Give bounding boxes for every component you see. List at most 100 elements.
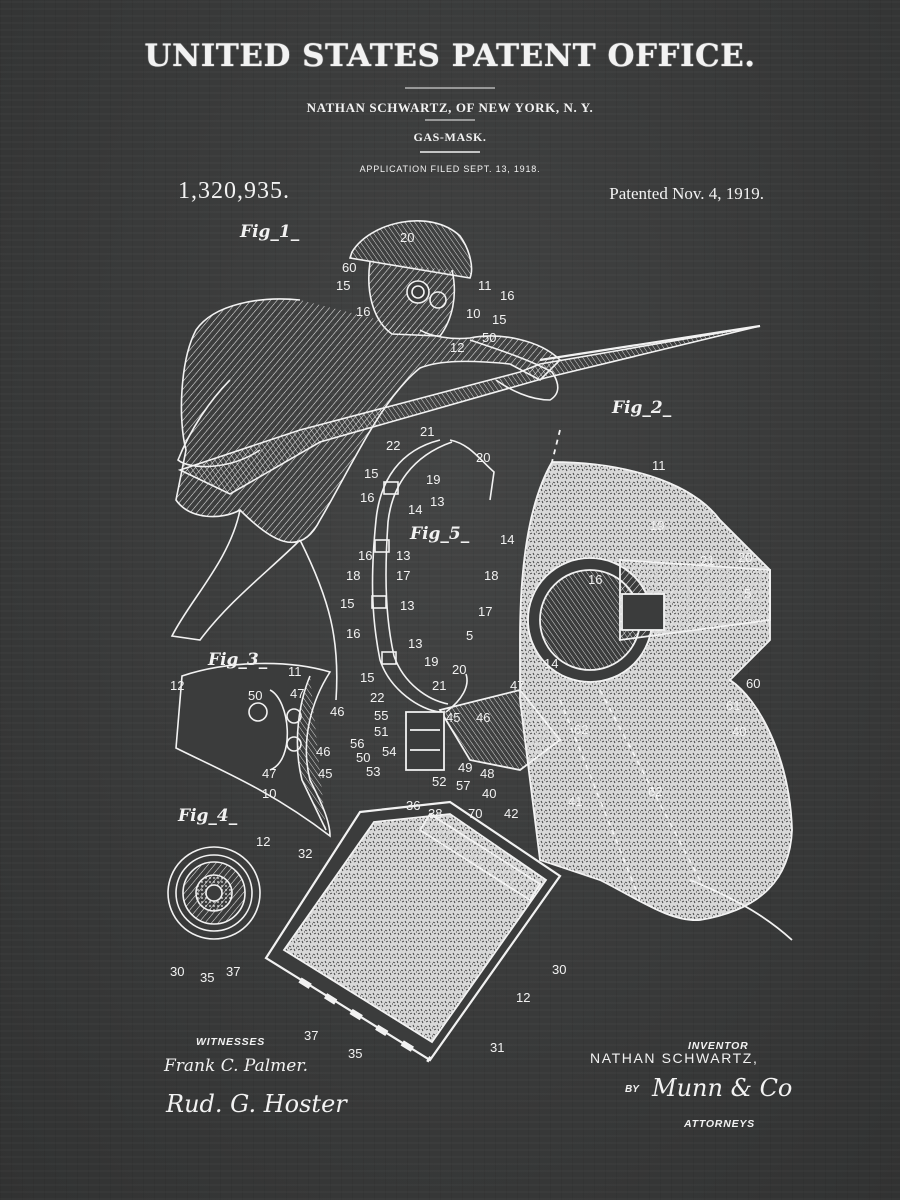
fig5-reference-numeral: 21 bbox=[432, 678, 446, 693]
fig2-reference-numeral: 52 bbox=[432, 774, 446, 789]
patented-date: Patented Nov. 4, 1919. bbox=[609, 184, 764, 203]
fig2-reference-numeral: 5 bbox=[744, 586, 751, 601]
application-filed: APPLICATION FILED SEPT. 13, 1918. bbox=[359, 164, 541, 174]
fig5-reference-numeral: 22 bbox=[386, 438, 400, 453]
fig4-disc-drawing bbox=[167, 846, 261, 940]
office-heading: UNITED STATES PATENT OFFICE. bbox=[144, 38, 756, 74]
fig2-reference-numeral: 41 bbox=[568, 794, 582, 809]
fig3-reference-numeral: 45 bbox=[318, 766, 332, 781]
fig5-reference-numeral: 13 bbox=[430, 494, 444, 509]
witness-signature-1: Frank C. Palmer. bbox=[164, 1056, 309, 1076]
fig1-reference-numeral: 16 bbox=[356, 304, 370, 319]
fig2-reference-numeral: 14 bbox=[544, 656, 558, 671]
fig5-reference-numeral: 14 bbox=[408, 502, 422, 517]
fig2-reference-numeral: 11 bbox=[652, 458, 666, 473]
fig5-reference-numeral: 16 bbox=[346, 626, 360, 641]
fig2-reference-numeral: 51 bbox=[374, 724, 388, 739]
fig2-reference-numeral: 20 bbox=[738, 550, 752, 565]
fig5-reference-numeral: 22 bbox=[370, 690, 384, 705]
fig5-reference-numeral: 13 bbox=[408, 636, 422, 651]
fig1-reference-numeral: 60 bbox=[342, 260, 356, 275]
fig5-reference-numeral: 17 bbox=[396, 568, 410, 583]
fig2-reference-numeral: 57 bbox=[456, 778, 470, 793]
fig2-reference-numeral: 55 bbox=[374, 708, 388, 723]
fig1-label: Fig_1_ bbox=[240, 222, 300, 242]
inventor-label: INVENTOR bbox=[688, 1040, 749, 1052]
fig3-reference-numeral: 46 bbox=[316, 744, 330, 759]
fig2-reference-numeral: 17 bbox=[478, 604, 492, 619]
fig4-reference-numeral: 35 bbox=[200, 970, 214, 985]
fig3-reference-numeral: 47 bbox=[290, 686, 304, 701]
fig3-reference-numeral: 10 bbox=[262, 786, 276, 801]
fig5-reference-numeral: 16 bbox=[358, 548, 372, 563]
fig5-reference-numeral: 19 bbox=[424, 654, 438, 669]
fig4-reference-numeral: 37 bbox=[226, 964, 240, 979]
fig1-reference-numeral: 11 bbox=[478, 278, 492, 293]
fig2-reference-numeral: 48 bbox=[480, 766, 494, 781]
fig2-reference-numeral: 12 bbox=[516, 990, 530, 1005]
fig5-reference-numeral: 15 bbox=[364, 466, 378, 481]
inventor-name: NATHAN SCHWARTZ, bbox=[590, 1050, 759, 1066]
fig1-reference-numeral: 10 bbox=[466, 306, 480, 321]
fig5-reference-numeral: 19 bbox=[426, 472, 440, 487]
fig3-reference-numeral: 47 bbox=[262, 766, 276, 781]
fig2-reference-numeral: 70 bbox=[468, 806, 482, 821]
fig2-reference-numeral: 62 bbox=[648, 784, 662, 799]
fig2-reference-numeral: 56 bbox=[350, 736, 364, 751]
attorneys-label: ATTORNEYS bbox=[684, 1118, 755, 1130]
fig5-reference-numeral: 20 bbox=[476, 450, 490, 465]
fig5-reference-numeral: 18 bbox=[346, 568, 360, 583]
fig2-reference-numeral: 40 bbox=[732, 724, 746, 739]
fig2-reference-numeral: 38 bbox=[428, 806, 442, 821]
fig5-reference-numeral: 13 bbox=[400, 598, 414, 613]
invention-title: GAS-MASK. bbox=[413, 130, 487, 144]
fig2-reference-numeral: 5 bbox=[466, 628, 473, 643]
fig3-reference-numeral: 12 bbox=[170, 678, 184, 693]
fig2-reference-numeral: 35 bbox=[348, 1046, 362, 1061]
fig1-reference-numeral: 15 bbox=[492, 312, 506, 327]
inventor-line: NATHAN SCHWARTZ, OF NEW YORK, N. Y. bbox=[306, 100, 594, 115]
fig4-reference-numeral: 12 bbox=[256, 834, 270, 849]
fig2-reference-numeral: 53 bbox=[366, 764, 380, 779]
fig2-reference-numeral: 61 bbox=[726, 698, 740, 713]
fig3-reference-numeral: 50 bbox=[248, 688, 262, 703]
fig2-reference-numeral: 45 bbox=[446, 710, 460, 725]
fig2-mask-drawing bbox=[264, 429, 793, 1063]
witnesses-label: WITNESSES bbox=[196, 1036, 266, 1048]
fig2-reference-numeral: 16 bbox=[588, 572, 602, 587]
fig2-reference-numeral: 30 bbox=[552, 962, 566, 977]
witness-signature-2: Rud. G. Hoster bbox=[166, 1090, 347, 1118]
fig2-reference-numeral: 32 bbox=[298, 846, 312, 861]
fig5-reference-numeral: 15 bbox=[360, 670, 374, 685]
fig1-reference-numeral: 16 bbox=[500, 288, 514, 303]
fig2-reference-numeral: 62 bbox=[574, 722, 588, 737]
fig4-reference-numeral: 30 bbox=[170, 964, 184, 979]
fig2-reference-numeral: 36 bbox=[406, 798, 420, 813]
fig1-reference-numeral: 12 bbox=[450, 340, 464, 355]
fig2-reference-numeral: 14 bbox=[500, 532, 514, 547]
patent-number: 1,320,935. bbox=[178, 178, 290, 204]
fig2-reference-numeral: 21 bbox=[700, 553, 714, 568]
fig2-reference-numeral: 19 bbox=[650, 518, 664, 533]
fig2-reference-numeral: 40 bbox=[482, 786, 496, 801]
fig1-reference-numeral: 50 bbox=[482, 330, 496, 345]
fig5-edge-drawing bbox=[371, 439, 495, 713]
fig2-reference-numeral: 42 bbox=[504, 806, 518, 821]
fig2-reference-numeral: 46 bbox=[476, 710, 490, 725]
attorney-signature: Munn & Co bbox=[652, 1074, 793, 1102]
fig1-reference-numeral: 15 bbox=[336, 278, 350, 293]
fig2-reference-numeral: 54 bbox=[382, 744, 396, 759]
fig1-soldier-drawing bbox=[170, 220, 761, 701]
fig3-reference-numeral: 11 bbox=[288, 664, 302, 679]
fig2-reference-numeral: 31 bbox=[490, 1040, 504, 1055]
fig2-reference-numeral: 49 bbox=[458, 760, 472, 775]
fig5-reference-numeral: 13 bbox=[396, 548, 410, 563]
fig5-label: Fig_5_ bbox=[410, 524, 470, 544]
fig5-reference-numeral: 15 bbox=[340, 596, 354, 611]
fig2-reference-numeral: 50 bbox=[356, 750, 370, 765]
by-label: BY bbox=[625, 1084, 639, 1095]
fig5-reference-numeral: 20 bbox=[452, 662, 466, 677]
